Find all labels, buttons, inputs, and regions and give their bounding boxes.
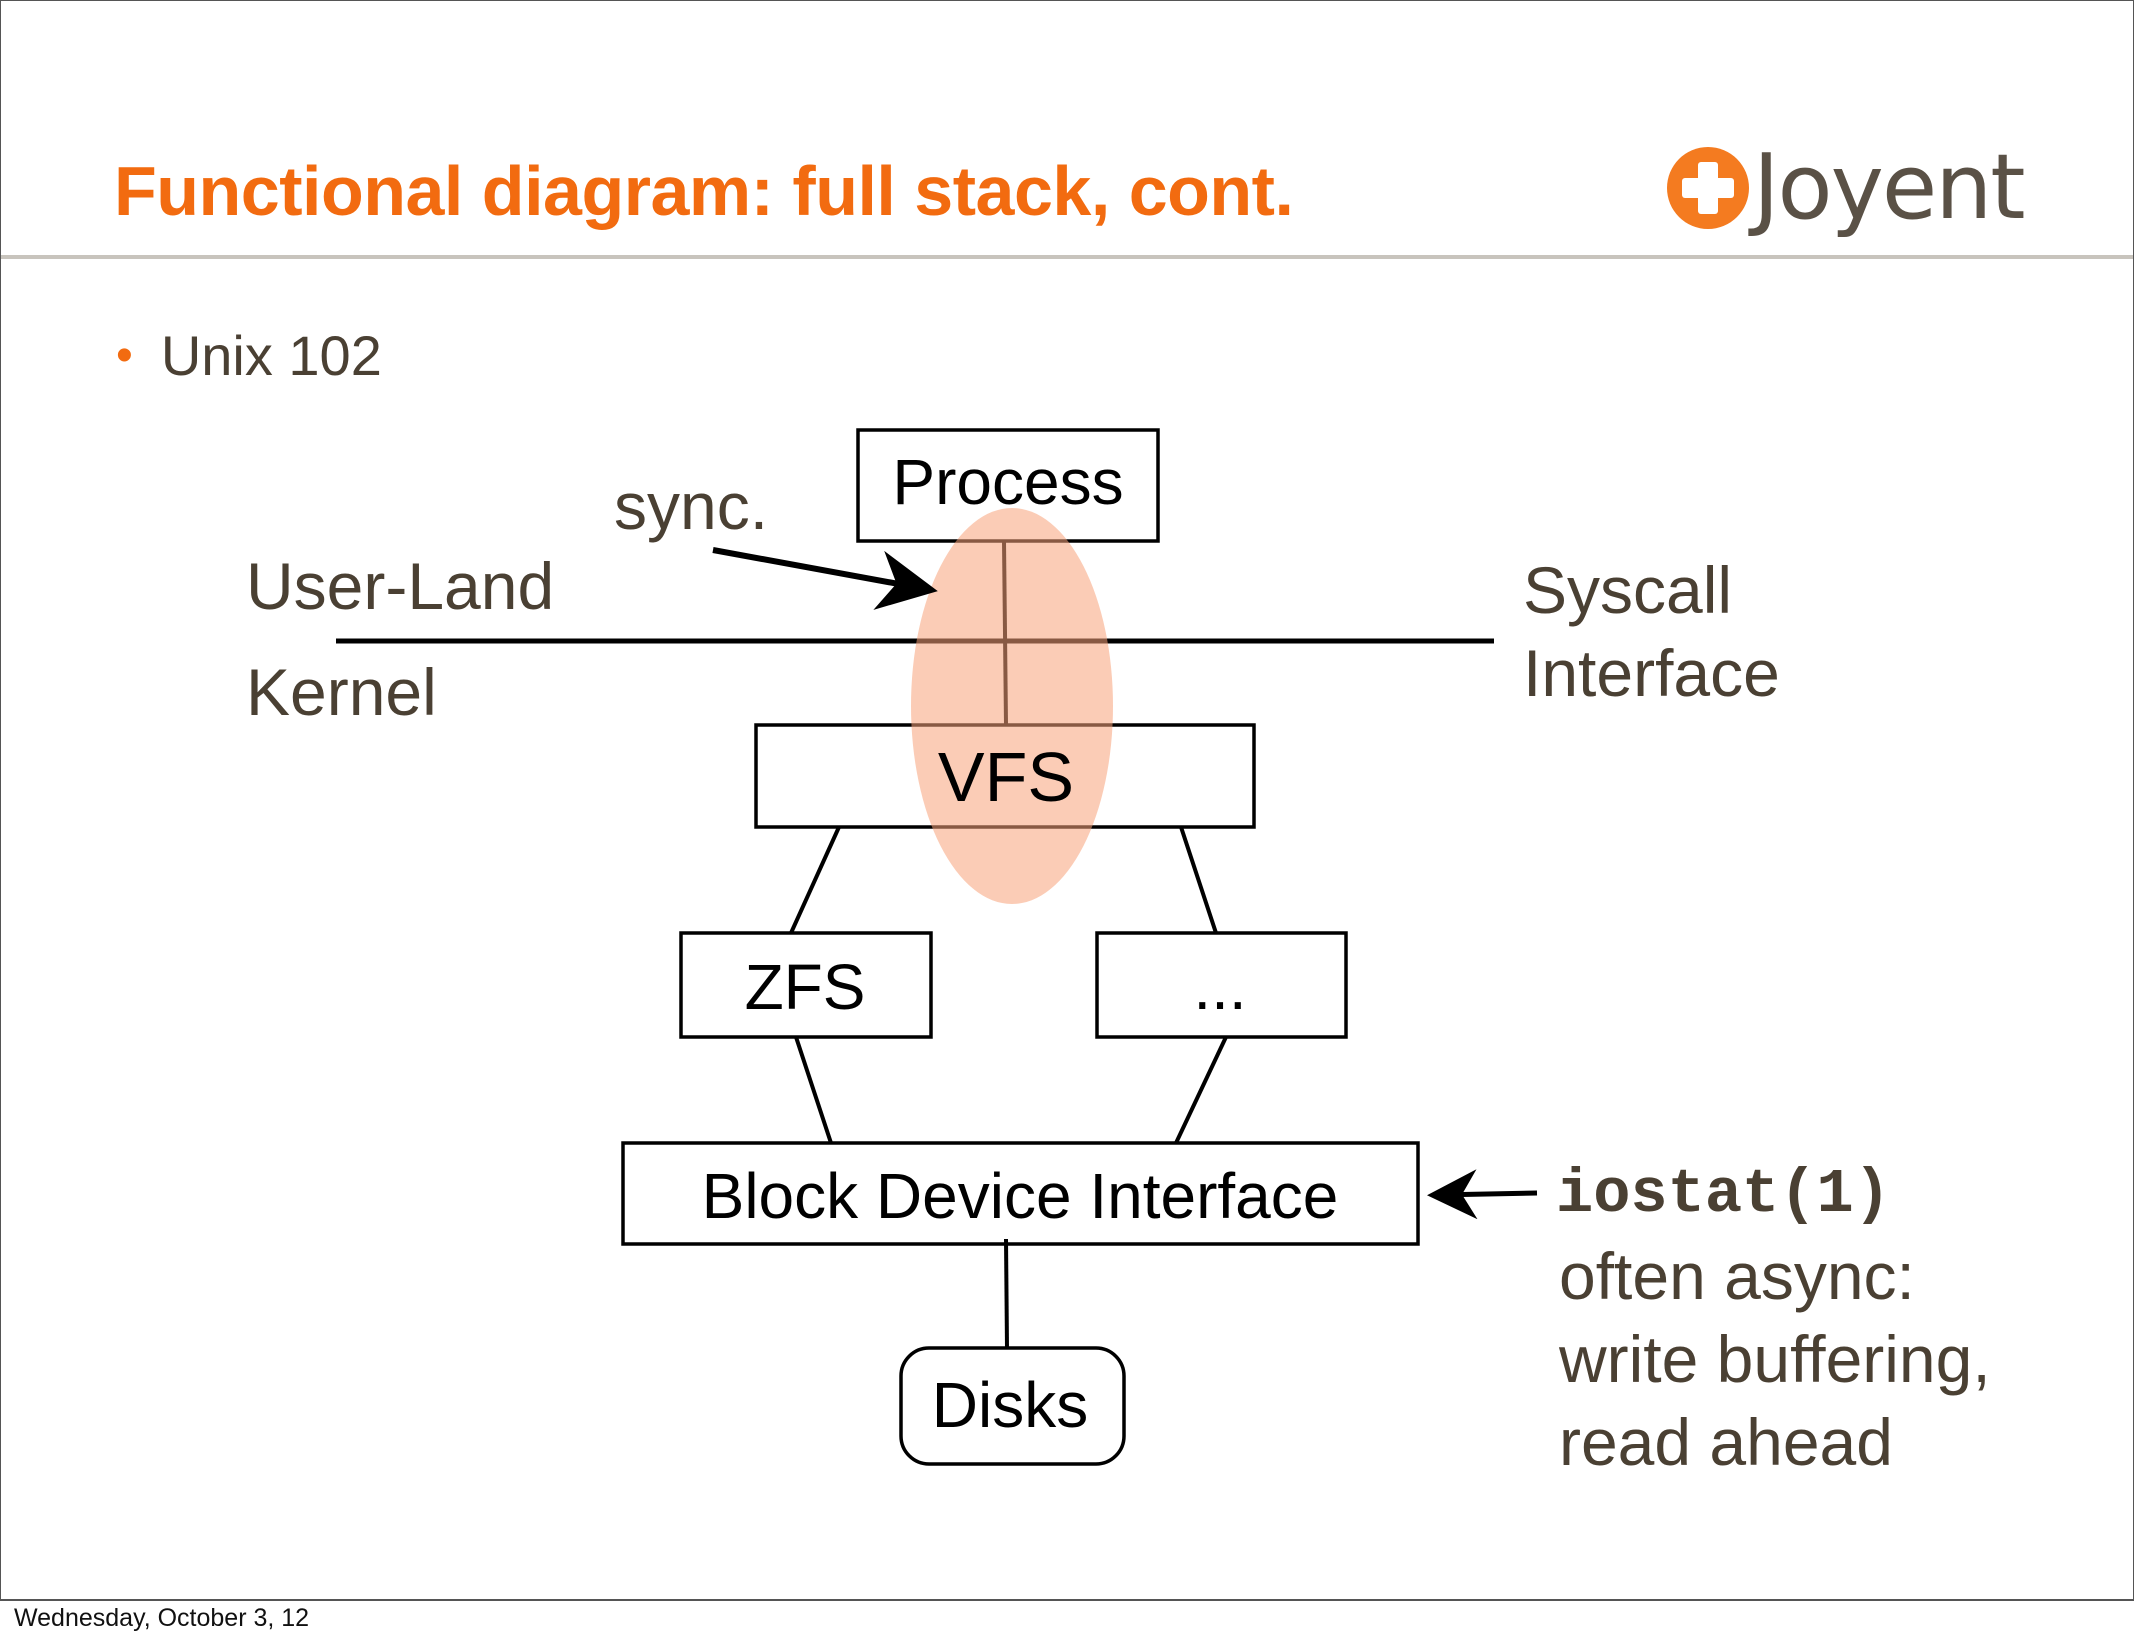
bullet-marker: • [116, 329, 133, 382]
sync-label: sync. [614, 469, 768, 543]
other-fs-label: ... [1193, 951, 1246, 1023]
slide-title: Functional diagram: full stack, cont. [114, 152, 1294, 230]
header-divider [1, 255, 2133, 259]
sync-arrow [712, 547, 938, 610]
other-fs-box [1095, 931, 1348, 1039]
iostat-command: iostat(1) [1556, 1159, 1891, 1230]
syscall-label-line2: Interface [1523, 636, 1780, 710]
vfs-label: VFS [938, 738, 1074, 816]
footer-date: Wednesday, October 3, 12 [14, 1604, 310, 1632]
zfs-box [679, 931, 933, 1039]
kernel-label: Kernel [246, 655, 437, 729]
slide: Functional diagram: full stack, cont. Jo… [0, 0, 2134, 1601]
user-land-label: User-Land [246, 549, 554, 623]
zfs-label: ZFS [745, 951, 866, 1023]
process-label: Process [892, 446, 1123, 518]
vfs-zfs-connector [789, 826, 841, 934]
bullet-text: Unix 102 [160, 324, 382, 387]
syscall-label-line1: Syscall [1523, 553, 1732, 627]
vfs-other-connector [1179, 826, 1218, 934]
block-device-interface-box [621, 1141, 1420, 1246]
other-bdi-connector [1174, 1036, 1228, 1144]
iostat-note-line2: write buffering, [1558, 1322, 1991, 1396]
block-device-interface-label: Block Device Interface [702, 1160, 1339, 1232]
iostat-arrow [1427, 1169, 1538, 1220]
joyent-logo: Joyent [1665, 135, 2026, 251]
disks-box [899, 1346, 1126, 1466]
syscall-highlight-ellipse [911, 508, 1113, 904]
bdi-disks-connector [1004, 1238, 1009, 1349]
bullet-item: • Unix 102 [116, 323, 382, 388]
plus-circle-icon [1667, 147, 1749, 229]
disks-label: Disks [932, 1369, 1088, 1441]
logo-wordmark: Joyent [1753, 135, 2026, 240]
iostat-note-line1: often async: [1559, 1239, 1915, 1313]
iostat-note-line3: read ahead [1559, 1405, 1893, 1479]
zfs-bdi-connector [794, 1036, 833, 1144]
